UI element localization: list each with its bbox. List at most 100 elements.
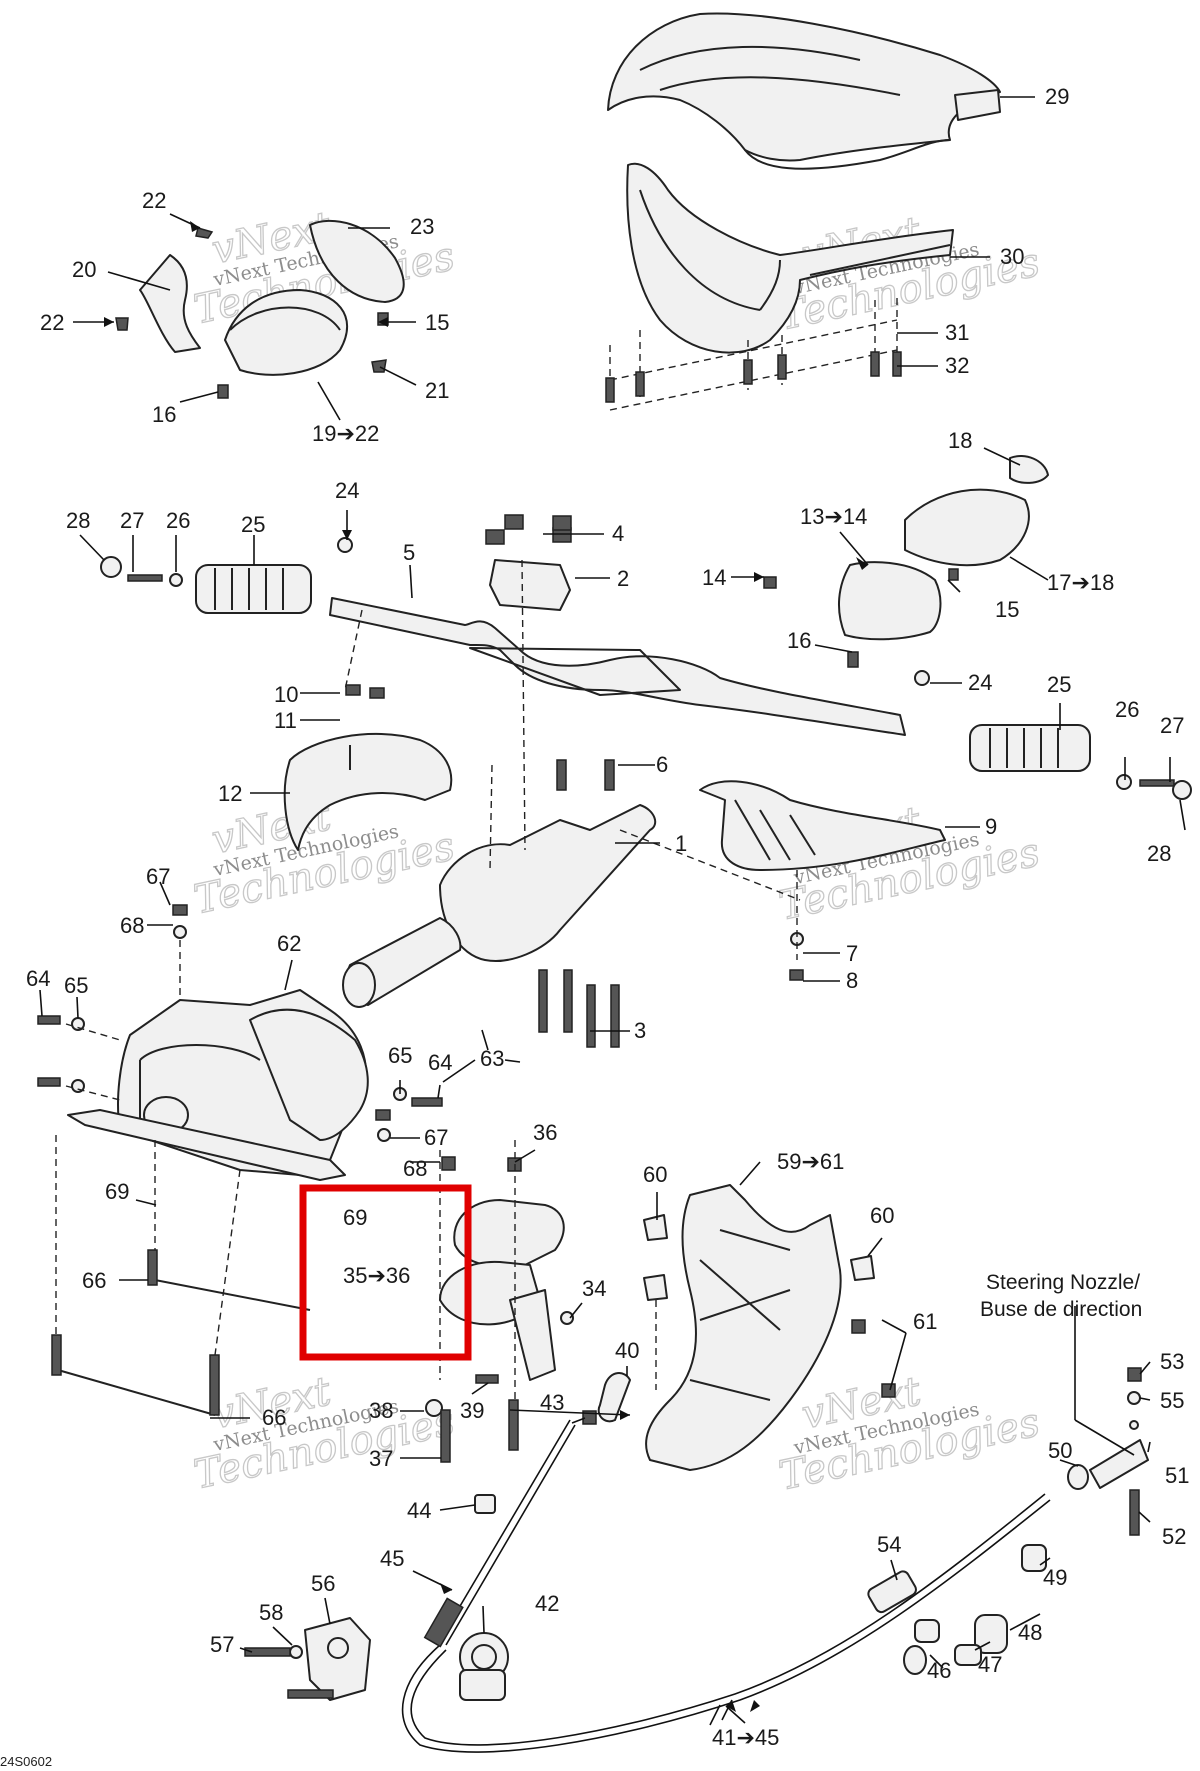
callout-37: 37 xyxy=(369,1446,393,1471)
callout-51: 51 xyxy=(1165,1463,1189,1488)
callout-9: 9 xyxy=(985,814,997,839)
callout-67-mid: 67 xyxy=(424,1125,448,1150)
callout-60-right: 60 xyxy=(870,1203,894,1228)
callout-52: 52 xyxy=(1162,1524,1186,1549)
nozzle-end-fittings xyxy=(1067,1367,1149,1536)
callout-17-18: 17➔18 xyxy=(1047,570,1114,595)
callout-26-left: 26 xyxy=(166,508,190,533)
callout-labels: 22 23 20 22 15 16 21 19➔22 29 30 31 32 1… xyxy=(26,84,1189,1750)
callout-25-left: 25 xyxy=(241,512,265,537)
callout-15-left: 15 xyxy=(425,310,449,335)
callout-20: 20 xyxy=(72,257,96,282)
callout-24-right: 24 xyxy=(968,670,992,695)
callout-24-left: 24 xyxy=(335,478,359,503)
lower-steering-cover xyxy=(626,162,954,354)
callout-65-mid: 65 xyxy=(388,1043,412,1068)
callout-23: 23 xyxy=(410,214,434,239)
callout-66-bottom: 66 xyxy=(262,1405,286,1430)
steering-housing xyxy=(67,989,369,1181)
nozzle-label-line1: Steering Nozzle/ xyxy=(986,1271,1140,1294)
callout-39: 39 xyxy=(460,1398,484,1423)
callout-22-top: 22 xyxy=(142,188,166,213)
callout-28-right: 28 xyxy=(1147,841,1171,866)
callout-16-left: 16 xyxy=(152,402,176,427)
callout-65-left: 65 xyxy=(64,973,88,998)
callout-69-left: 69 xyxy=(105,1179,129,1204)
callout-59-61: 59➔61 xyxy=(777,1149,844,1174)
callout-25-right: 25 xyxy=(1047,672,1071,697)
callout-54: 54 xyxy=(877,1532,901,1557)
steering-cable xyxy=(401,1419,1051,1753)
fasteners-center xyxy=(345,684,804,1048)
callout-14: 14 xyxy=(702,565,726,590)
callout-7: 7 xyxy=(846,941,858,966)
callout-19-22: 19➔22 xyxy=(312,421,379,446)
callout-4: 4 xyxy=(612,521,624,546)
callout-15-right: 15 xyxy=(995,597,1019,622)
handlebar-clamp xyxy=(485,514,572,611)
callout-26-right: 26 xyxy=(1115,697,1139,722)
callout-46: 46 xyxy=(927,1658,951,1683)
callout-50: 50 xyxy=(1048,1438,1072,1463)
callout-62: 62 xyxy=(277,931,301,956)
callout-64-mid: 64 xyxy=(428,1050,452,1075)
callout-2: 2 xyxy=(617,566,629,591)
callout-29: 29 xyxy=(1045,84,1069,109)
switch-housing-assembly xyxy=(115,219,405,399)
callout-18-right: 18 xyxy=(948,428,972,453)
leader-lines xyxy=(39,96,1186,1724)
callout-34: 34 xyxy=(582,1276,606,1301)
callout-36: 36 xyxy=(533,1120,557,1145)
callout-69-box: 69 xyxy=(343,1205,367,1230)
steering-column-support xyxy=(342,804,657,1008)
callout-44: 44 xyxy=(407,1498,431,1523)
callout-43: 43 xyxy=(540,1390,564,1415)
callout-38: 38 xyxy=(369,1398,393,1423)
callout-64-left: 64 xyxy=(26,966,50,991)
callout-45: 45 xyxy=(380,1546,404,1571)
handlebar-pad xyxy=(699,780,946,871)
callout-32: 32 xyxy=(945,353,969,378)
callout-48: 48 xyxy=(1018,1620,1042,1645)
steering-cover-plate xyxy=(283,732,453,851)
grip-right xyxy=(914,670,1192,800)
steering-bracket-frame xyxy=(643,1184,896,1471)
callout-49: 49 xyxy=(1043,1565,1067,1590)
callout-68-top: 68 xyxy=(120,913,144,938)
callout-11: 11 xyxy=(274,708,297,733)
callout-21: 21 xyxy=(425,378,449,403)
callout-22-mid: 22 xyxy=(40,310,64,335)
callout-57: 57 xyxy=(210,1632,234,1657)
callout-47: 47 xyxy=(978,1652,1002,1677)
callout-40: 40 xyxy=(615,1338,639,1363)
callout-30: 30 xyxy=(1000,244,1024,269)
callout-6: 6 xyxy=(656,752,668,777)
callout-67-top: 67 xyxy=(146,864,170,889)
callout-53: 53 xyxy=(1160,1349,1184,1374)
handlebar xyxy=(329,597,906,736)
highlight-box xyxy=(299,1184,472,1361)
watermark-bottom-left: vNext vNext Technologies Technologies xyxy=(189,1368,459,1499)
arrowheads xyxy=(104,221,868,1712)
nozzle-label-line2: Buse de direction xyxy=(980,1298,1142,1321)
throttle-housing xyxy=(763,455,1049,668)
callout-13-14: 13➔14 xyxy=(800,504,867,529)
callout-31: 31 xyxy=(945,320,969,345)
callout-5: 5 xyxy=(403,540,415,565)
steering-brackets-66 xyxy=(51,1135,311,1416)
callout-61: 61 xyxy=(913,1309,937,1334)
callout-60-left: 60 xyxy=(643,1162,667,1187)
callout-10: 10 xyxy=(274,682,298,707)
callout-68-mid: 68 xyxy=(403,1156,427,1181)
callout-56: 56 xyxy=(311,1571,335,1596)
steering-nozzle-label: Steering Nozzle/ Buse de direction xyxy=(980,1271,1142,1321)
bracket-fasteners xyxy=(425,1311,631,1514)
callout-35-36: 35➔36 xyxy=(343,1263,410,1288)
callout-1: 1 xyxy=(675,831,687,856)
callout-66-left: 66 xyxy=(82,1268,106,1293)
steering-housing-fasteners xyxy=(37,904,443,1142)
callout-3: 3 xyxy=(634,1018,646,1043)
drawing-code: 24S0602 xyxy=(0,1754,52,1769)
callout-63: 63 xyxy=(480,1046,504,1071)
